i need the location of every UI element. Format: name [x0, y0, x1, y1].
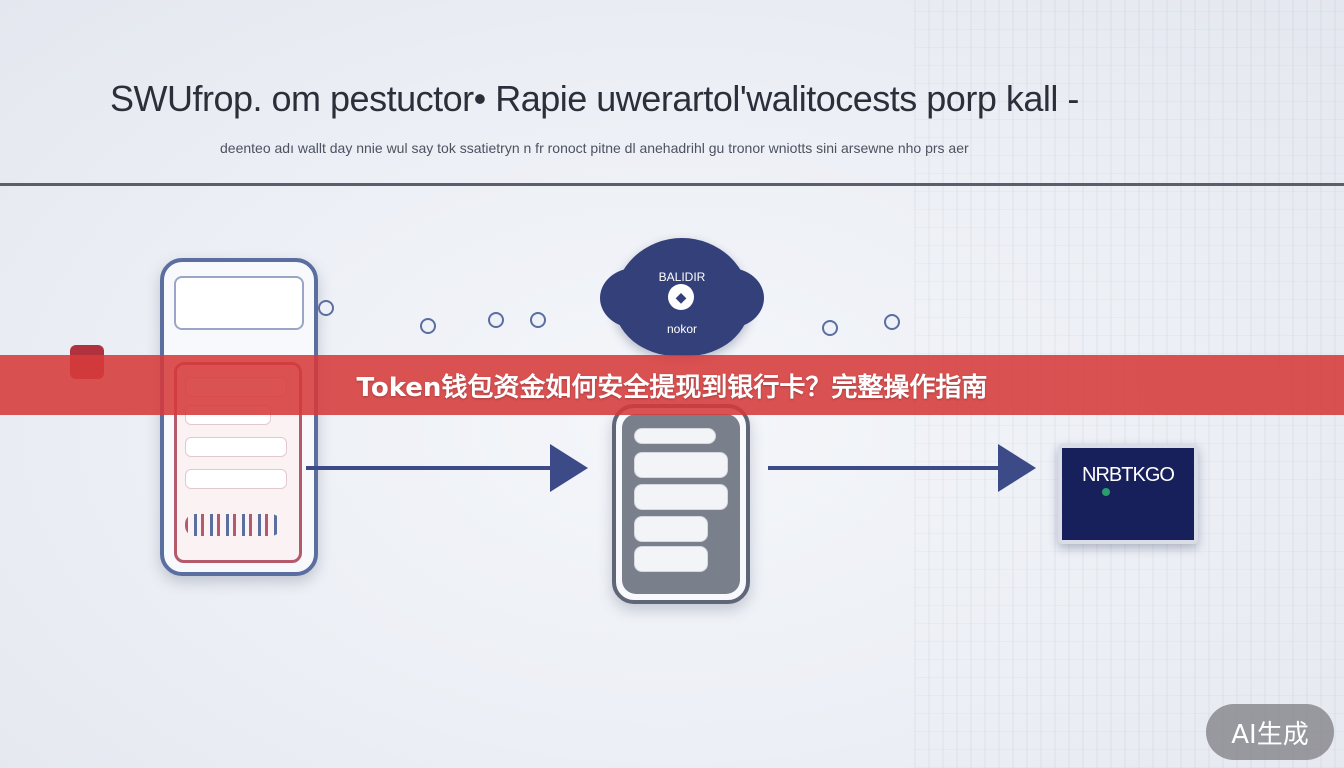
shield-icon: ◆ — [668, 284, 694, 310]
transfer-screen — [622, 414, 740, 594]
node-icon — [822, 320, 838, 336]
message-bubble — [634, 452, 728, 478]
arrow-right-icon — [550, 444, 588, 492]
illustration-title: SWUfrop. om pestuctor• Rapie uwerartol'w… — [110, 78, 1079, 119]
bank-card-illustration: NRBTKGO — [1058, 444, 1198, 544]
flow-arrow-line — [306, 466, 556, 470]
message-bubble — [634, 516, 708, 542]
header-divider — [0, 183, 1344, 186]
article-title: Token钱包资金如何安全提现到银行卡？完整操作指南 — [356, 372, 988, 403]
arrow-right-icon — [998, 444, 1036, 492]
node-icon — [318, 300, 334, 316]
message-bubble — [634, 428, 716, 444]
illustration-subtitle: deenteo adı wallt day nnie wul say tok s… — [220, 140, 969, 156]
cloud-bottom-label: nokor — [666, 322, 698, 336]
node-icon — [530, 312, 546, 328]
flow-arrow-line — [768, 466, 1004, 470]
bank-card-label: NRBTKGO — [1082, 464, 1175, 486]
wallet-phone-illustration — [160, 258, 318, 576]
wallet-row — [185, 437, 287, 457]
message-bubble — [634, 546, 708, 572]
card-chip-icon — [1102, 488, 1110, 496]
transfer-phone-illustration — [612, 404, 750, 604]
cloud-node-icon: BALIDIR ◆ nokor — [600, 238, 764, 356]
phone-top-card — [174, 276, 304, 330]
ai-generated-badge: AI生成 — [1206, 704, 1334, 760]
wallet-row — [185, 469, 287, 489]
cloud-top-label: BALIDIR — [658, 270, 706, 284]
chain-icon — [185, 514, 281, 536]
node-icon — [488, 312, 504, 328]
node-icon — [884, 314, 900, 330]
message-bubble — [634, 484, 728, 510]
title-banner: Token钱包资金如何安全提现到银行卡？完整操作指南 — [0, 355, 1344, 415]
node-icon — [420, 318, 436, 334]
